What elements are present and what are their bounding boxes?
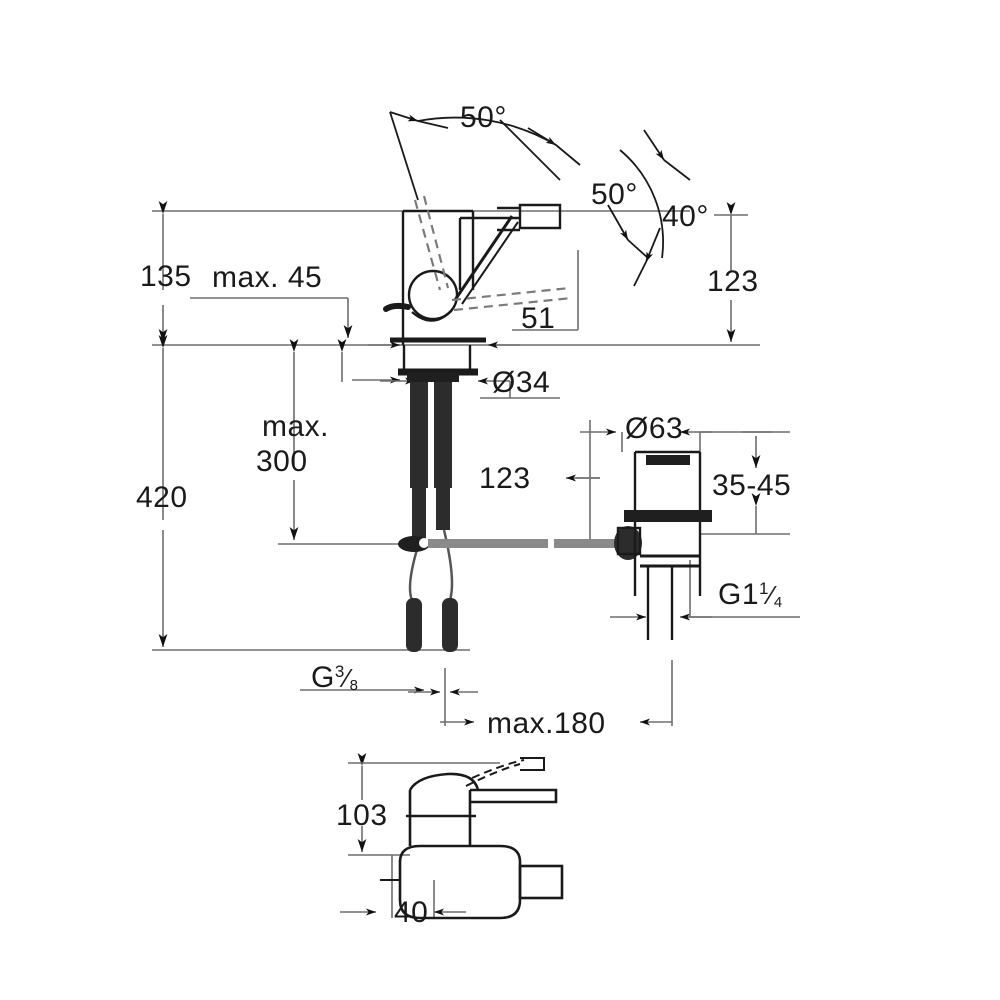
angle-50b-tail: [627, 239, 649, 259]
waste-top-seal: [646, 455, 690, 465]
dim-label-51: 51: [521, 302, 556, 335]
hose-left-connector: [406, 598, 422, 652]
dim-label-angle-50-second: 50°: [591, 178, 638, 211]
base-collar: [402, 345, 472, 374]
thread-g114-slash: ⁄: [769, 580, 774, 610]
dim-label-max-300-value: 300: [256, 445, 308, 478]
dim-label-max-300-word: max.: [262, 410, 330, 443]
hose-right-connector: [442, 598, 458, 652]
plan-lever-arm: [470, 788, 558, 804]
faucet-elevation-geometry: [383, 203, 562, 376]
plan-handle-cap: [408, 772, 480, 791]
waste-mid-flange: [624, 510, 712, 522]
handle-pivot-cap: [407, 269, 459, 321]
pullrod-joint-hole: [419, 538, 429, 548]
dim-label-420: 420: [136, 481, 188, 514]
ghost-lever-down-2: [453, 296, 573, 312]
stem-nut-right: [436, 478, 450, 530]
stem-and-hoses-group: [398, 372, 459, 652]
dimension-lines-group: [152, 201, 800, 918]
angle-40-lower-arrow: [645, 227, 661, 263]
dim-label-waste-63: Ø63: [625, 412, 684, 445]
angle-arc-50-top: [417, 116, 557, 146]
ghost-lever-up: [413, 199, 442, 291]
ghost-lever-down: [451, 286, 571, 302]
angle-50b-arrow: [607, 204, 629, 241]
lever-handle-bar: [453, 215, 514, 301]
waste-rod-port: [616, 526, 642, 556]
handle-cap-base: [411, 309, 453, 322]
plan-lever-ghost: [465, 763, 521, 787]
thread-g38-slash: ⁄: [344, 663, 350, 693]
thread-g114-denominator: 4: [773, 594, 783, 611]
angle-50-mid-leg: [499, 119, 561, 181]
angle-40-upper-arrow: [643, 129, 665, 161]
plan-spout-outlet: [518, 864, 564, 900]
angle-50-left-arrow: [389, 111, 419, 122]
ghost-lever-up-2: [422, 195, 450, 289]
dim-label-thread-g1-1-4: G11⁄4: [718, 578, 783, 612]
thread-g38-denominator: 8: [349, 677, 359, 694]
pull-rod-linkage: [428, 526, 642, 560]
dim-label-103: 103: [336, 799, 388, 832]
thread-g114-prefix: G1: [718, 578, 760, 611]
angle-arc-40: [619, 149, 664, 259]
lever-handle-bar-2: [461, 221, 519, 305]
angle-40-lower-tail: [633, 261, 647, 287]
angle-50-left-tail: [417, 120, 449, 129]
dim-label-40: 40: [394, 896, 429, 929]
angle-dimension-group: [389, 111, 691, 287]
dim-label-bore-34: Ø34: [492, 366, 551, 399]
angle-40-upper-tail: [663, 159, 691, 181]
pull-rod-segment-a: [428, 539, 548, 548]
hose-right-curve: [442, 529, 454, 601]
pull-rod-segment-b: [554, 539, 622, 548]
hose-left-curve: [408, 545, 420, 601]
dim-label-angle-50-top: 50°: [460, 101, 507, 134]
dim-label-stem-123: 123: [479, 462, 531, 495]
thread-g38-prefix: G: [311, 661, 335, 694]
stem-thread-right: [434, 378, 452, 488]
stem-nut-left: [412, 488, 426, 546]
dim-label-thread-g3-8: G3⁄8: [311, 661, 359, 695]
plan-view-geometry: [380, 757, 564, 920]
stem-top-collar: [407, 372, 459, 382]
dim-label-max-45: max. 45: [212, 261, 323, 294]
plan-lever-ghost-tip: [520, 757, 545, 771]
stem-thread-left: [410, 378, 428, 488]
angle-50-mid-tail: [555, 144, 581, 166]
dim-label-35-45: 35-45: [712, 469, 792, 502]
thread-g114-numerator: 1: [759, 579, 769, 598]
popup-waste-body: [616, 450, 712, 640]
ghost-open-position: [413, 195, 573, 312]
plan-lever-ghost-2: [471, 759, 525, 779]
angle-50-left-leg: [389, 111, 419, 201]
dim-label-135: 135: [140, 260, 192, 293]
thread-g38-numerator: 3: [334, 662, 345, 681]
dim-label-angle-40: 40°: [662, 200, 709, 233]
dim-label-123-right: 123: [707, 265, 759, 298]
dim-label-max-180: max.180: [487, 707, 606, 740]
cap-left-nub: [383, 302, 411, 312]
spout-outlet-nozzle: [518, 203, 562, 230]
